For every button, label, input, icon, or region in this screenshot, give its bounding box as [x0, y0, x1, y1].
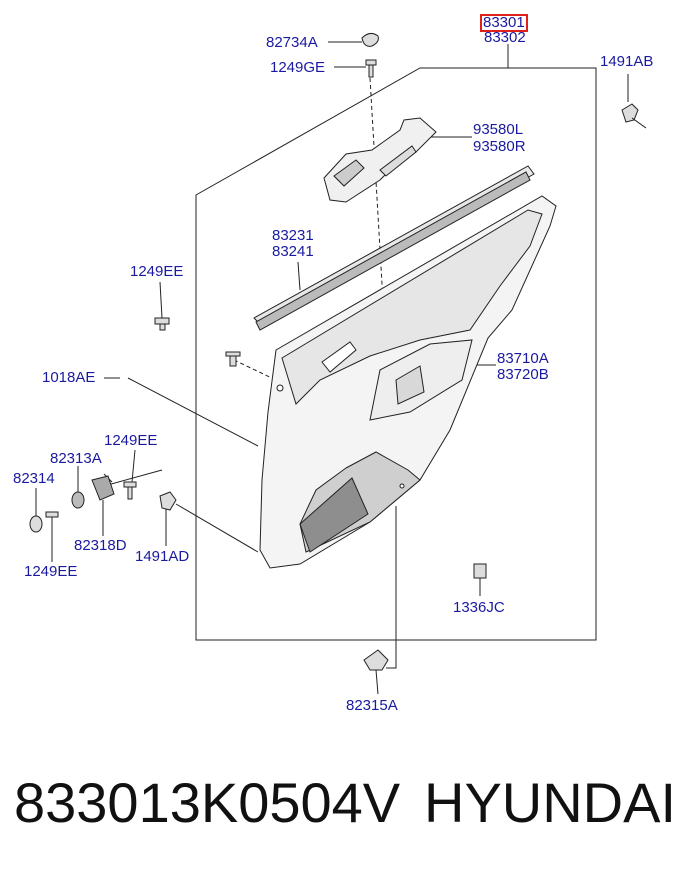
callout-83301-highlighted[interactable]: 83301 [480, 14, 528, 32]
callout-1336JC[interactable]: 1336JC [453, 599, 505, 616]
screw-1249EE-mid [123, 481, 137, 500]
callout-83720B[interactable]: 83720B [497, 366, 549, 383]
callout-82313A[interactable]: 82313A [50, 450, 102, 467]
footer-caption: 833013K0504V HYUNDAI [0, 760, 675, 850]
callout-82315A[interactable]: 82315A [346, 697, 398, 714]
callout-1249GE[interactable]: 1249GE [270, 59, 326, 76]
clip-axis [369, 77, 385, 319]
callout-83241[interactable]: 83241 [272, 243, 314, 260]
callout-82734A[interactable]: 82734A [266, 34, 318, 51]
bracket-82313A [71, 491, 85, 509]
clip-82315A [363, 649, 389, 671]
callout-83302[interactable]: 83302 [484, 29, 526, 46]
callout-1018AE[interactable]: 1018AE [42, 369, 96, 386]
clip-1336JC [473, 563, 487, 579]
clip-1491AD [159, 491, 177, 511]
cover-82314 [29, 515, 43, 533]
cap-82734A [361, 32, 379, 47]
screw-1018AE [225, 351, 241, 367]
leader-1249EE-mid [131, 449, 136, 483]
power-window-switch-panel [323, 117, 437, 203]
leader-1018AE-long [127, 377, 259, 447]
part-number: 833013K0504V [14, 771, 401, 834]
door-trim-drawing [29, 32, 647, 695]
leader-1491AD-long [175, 503, 259, 553]
screw-1249GE [365, 59, 377, 78]
callout-1491AB[interactable]: 1491AB [600, 53, 654, 70]
weatherstrip-83231 [253, 165, 535, 331]
callout-82318D[interactable]: 82318D [74, 537, 127, 554]
callout-83231[interactable]: 83231 [272, 227, 314, 244]
leader-1249EE-top [159, 281, 163, 319]
callout-83710A[interactable]: 83710A [497, 350, 549, 367]
leader-82315A [375, 506, 397, 695]
leader-83231 [297, 261, 301, 291]
callout-1249EE-mid[interactable]: 1249EE [104, 432, 158, 449]
clip-1491AB [621, 103, 647, 129]
screw-1249EE-bot [45, 511, 59, 518]
brand-name: HYUNDAI [424, 771, 675, 834]
callout-1249EE-top[interactable]: 1249EE [130, 263, 184, 280]
callout-1249EE-bot[interactable]: 1249EE [24, 563, 78, 580]
parts-diagram: 83301 83302 82734A 1249GE 1491AB 93580L … [13, 14, 654, 714]
callout-1491AD[interactable]: 1491AD [135, 548, 190, 565]
handle-82318D [91, 475, 115, 501]
callout-93580L[interactable]: 93580L [473, 121, 524, 138]
screw-1249EE-top [154, 317, 170, 331]
callout-93580R[interactable]: 93580R [473, 138, 526, 155]
callout-82314[interactable]: 82314 [13, 470, 55, 487]
door-trim-panel [259, 195, 557, 569]
trim-axis [233, 359, 277, 381]
